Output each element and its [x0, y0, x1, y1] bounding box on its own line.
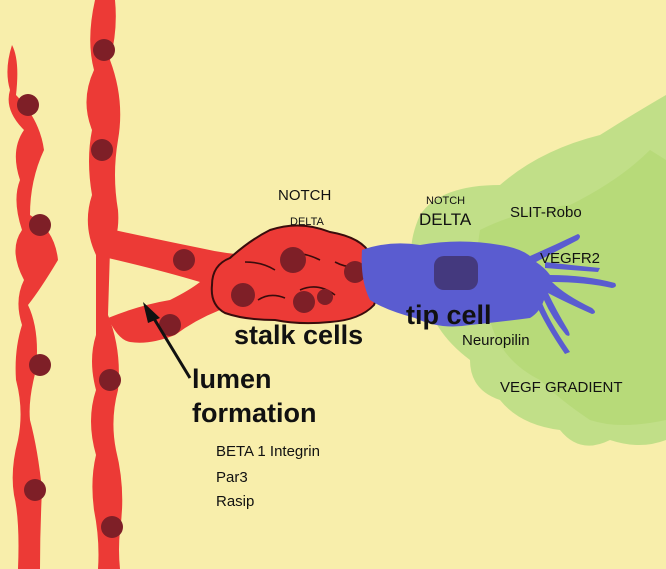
- stalk-nucleus: [293, 291, 315, 313]
- neuropilin-label: Neuropilin: [462, 332, 530, 349]
- delta-stalk-label: DELTA: [290, 216, 324, 228]
- vegf-gradient-label: VEGF GRADIENT: [500, 379, 623, 396]
- stalk-cells-cluster: [210, 224, 379, 325]
- notch-tip-label: NOTCH: [426, 195, 466, 207]
- par3-label: Par3: [216, 469, 248, 486]
- beta1-integrin-label: BETA 1 Integrin: [216, 443, 320, 460]
- lumen-arrow: [143, 302, 192, 379]
- sprout-branch: [105, 228, 262, 343]
- delta-tip-label: DELTA: [419, 210, 472, 229]
- vessel-nuclei: [17, 39, 195, 538]
- rasip-label: Rasip: [216, 493, 255, 510]
- vessel-left-column: [7, 45, 58, 569]
- vegfr2-label: VEGFR2: [540, 250, 601, 267]
- formation-label: formation: [192, 398, 317, 428]
- stalk-nucleus: [317, 289, 333, 305]
- notch-stalk-label: NOTCH: [278, 187, 332, 204]
- stalk-cells-label: stalk cells: [234, 320, 364, 350]
- lumen-label: lumen: [192, 364, 272, 394]
- stalk-nucleus: [344, 261, 366, 283]
- stalk-nucleus: [231, 283, 255, 307]
- stalk-nucleus: [280, 247, 306, 273]
- vessel-right-column: [86, 0, 123, 569]
- tip-cell-nucleus: [434, 256, 478, 290]
- slit-robo-label: SLIT-Robo: [510, 204, 582, 221]
- tip-cell: [361, 234, 616, 354]
- tip-cell-label: tip cell: [406, 300, 492, 330]
